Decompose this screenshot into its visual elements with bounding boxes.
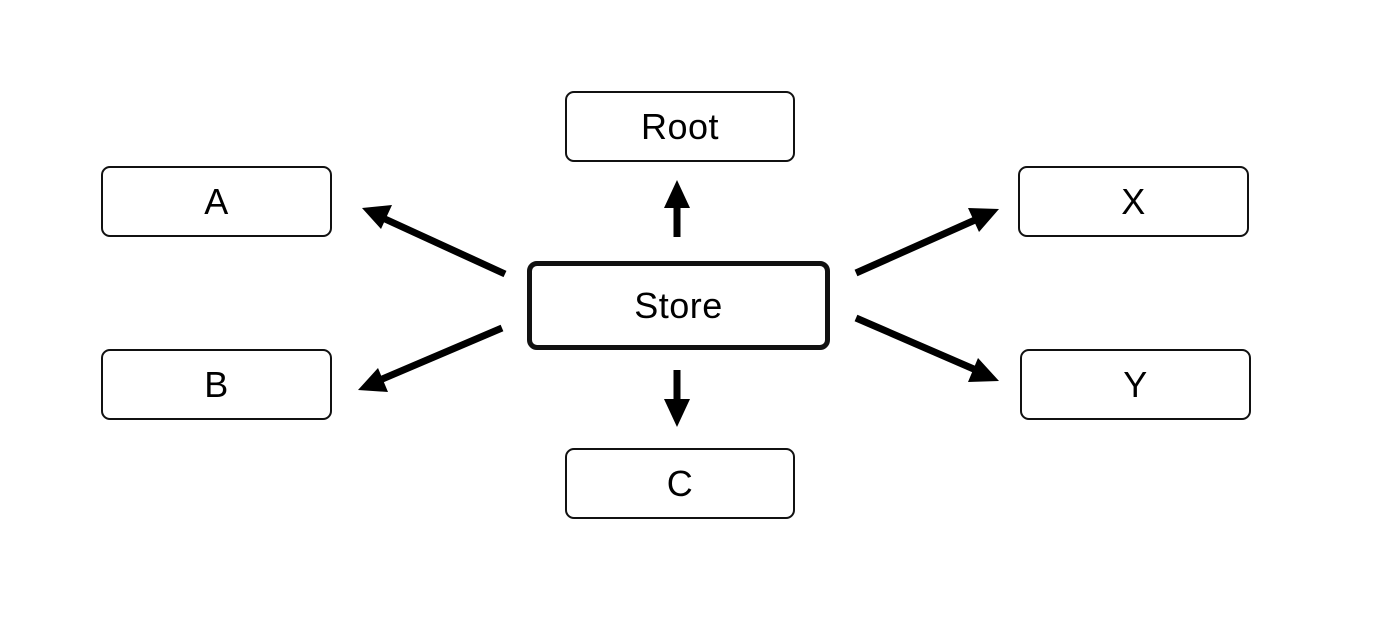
node-y: Y [1020, 349, 1251, 420]
arrow-store-to-y [854, 314, 999, 382]
node-c: C [565, 448, 795, 519]
node-x-label: X [1121, 180, 1146, 222]
arrow-store-to-b [358, 324, 504, 392]
node-root-label: Root [640, 105, 720, 147]
arrow-store-to-a [362, 205, 507, 278]
node-root: Root [565, 91, 795, 162]
node-a: A [101, 166, 332, 237]
node-store-label: Store [634, 284, 723, 326]
node-store: Store [527, 261, 830, 350]
node-b: B [101, 349, 332, 420]
node-a-label: A [204, 180, 229, 222]
arrow-store-to-root [664, 180, 690, 237]
arrow-store-to-c [664, 370, 690, 427]
arrow-store-to-x [854, 208, 999, 277]
node-b-label: B [204, 363, 229, 405]
node-x: X [1018, 166, 1249, 237]
node-y-label: Y [1123, 363, 1148, 405]
node-c-label: C [666, 462, 694, 504]
